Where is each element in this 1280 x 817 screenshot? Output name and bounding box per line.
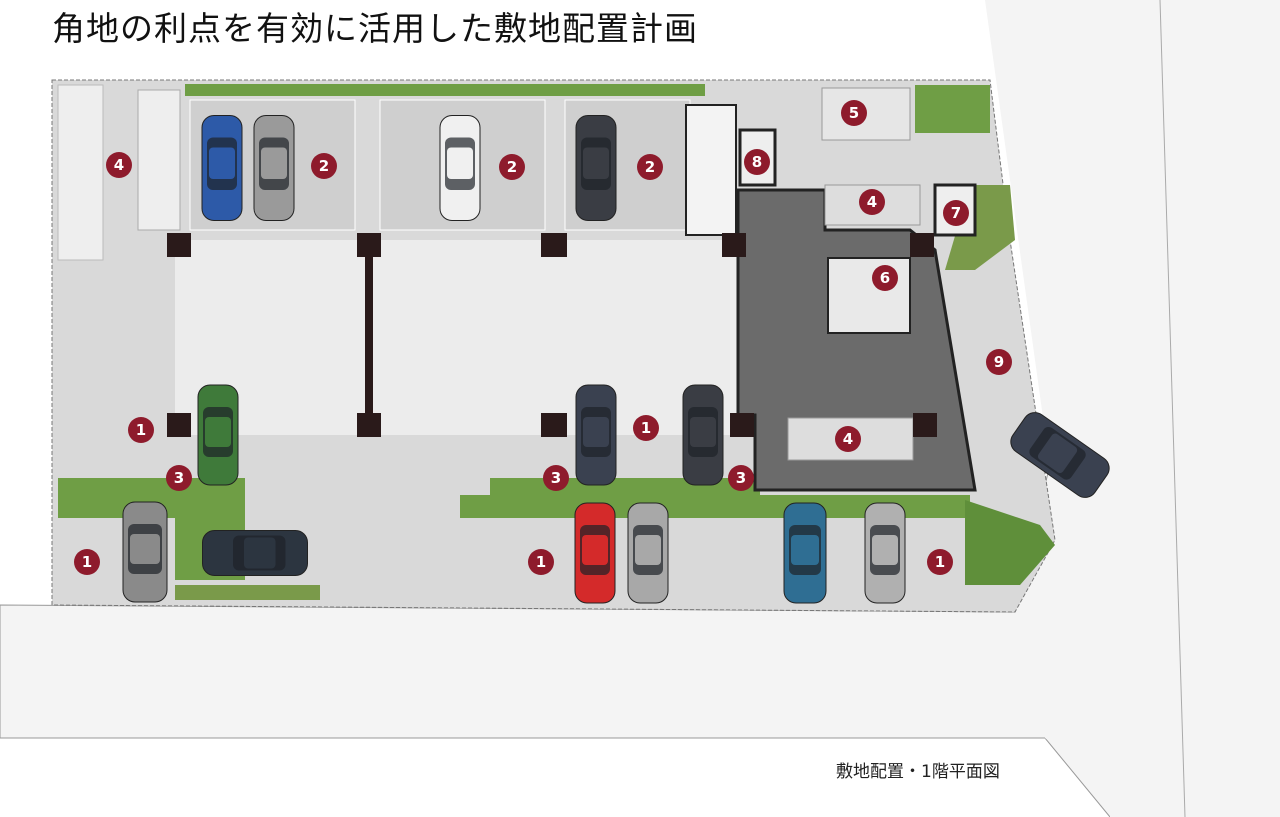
restroom [827, 257, 911, 334]
planter [945, 185, 1015, 270]
grass-strip [185, 84, 705, 96]
marker-2: 2 [637, 154, 663, 180]
marker-4: 4 [859, 189, 885, 215]
marker-4: 4 [106, 152, 132, 178]
road-right [985, 0, 1280, 817]
car [253, 115, 295, 221]
marker-label: 2 [507, 158, 517, 176]
page-title: 角地の利点を有効に活用した敷地配置計画 [52, 9, 698, 48]
cars [122, 115, 1110, 604]
marker-label: 3 [174, 469, 184, 487]
marker-2: 2 [499, 154, 525, 180]
marker-label: 1 [641, 419, 651, 437]
marker-1: 1 [528, 549, 554, 575]
marker-label: 2 [319, 157, 329, 175]
road-edge [1159, 0, 1186, 817]
marker-label: 1 [82, 553, 92, 571]
bicycle-rack [137, 89, 181, 231]
marker-1: 1 [128, 417, 154, 443]
marker-1: 1 [74, 549, 100, 575]
marker-8: 8 [744, 149, 770, 175]
marker-label: 4 [867, 193, 877, 211]
car [439, 115, 481, 221]
marker-label: 6 [880, 269, 890, 287]
marker-9: 9 [986, 349, 1012, 375]
marker-label: 2 [645, 158, 655, 176]
grass-strip [58, 478, 245, 580]
car [575, 384, 617, 486]
marker-label: 8 [752, 153, 762, 171]
marker-7: 7 [943, 200, 969, 226]
car [682, 384, 724, 486]
car [575, 115, 617, 221]
car [201, 115, 243, 221]
marker-label: 4 [114, 156, 124, 174]
bicycle-area [57, 84, 104, 261]
marker-label: 5 [849, 104, 859, 122]
marker-3: 3 [543, 465, 569, 491]
marker-4: 4 [835, 426, 861, 452]
marker-label: 3 [736, 469, 746, 487]
pillars [167, 233, 937, 437]
marker-5: 5 [841, 100, 867, 126]
marker-6: 6 [872, 265, 898, 291]
marker-2: 2 [311, 153, 337, 179]
car [197, 384, 239, 486]
car [864, 502, 906, 604]
caption: 敷地配置・1階平面図 [836, 762, 1000, 782]
stairs [685, 104, 737, 236]
marker-3: 3 [728, 465, 754, 491]
marker-label: 3 [551, 469, 561, 487]
marker-1: 1 [927, 549, 953, 575]
grass-strip [175, 585, 320, 600]
marker-label: 7 [951, 204, 961, 222]
car [627, 502, 669, 604]
marker-label: 4 [843, 430, 853, 448]
planter [965, 500, 1055, 585]
marker-3: 3 [166, 465, 192, 491]
covered-parking-area [175, 240, 740, 435]
car [202, 530, 308, 576]
car [783, 502, 827, 604]
marker-1: 1 [633, 415, 659, 441]
car [1010, 412, 1110, 498]
car [122, 501, 168, 603]
grass-strip [915, 85, 990, 133]
marker-label: 9 [994, 353, 1004, 371]
car [574, 502, 616, 604]
marker-label: 1 [935, 553, 945, 571]
marker-label: 1 [136, 421, 146, 439]
marker-label: 1 [536, 553, 546, 571]
